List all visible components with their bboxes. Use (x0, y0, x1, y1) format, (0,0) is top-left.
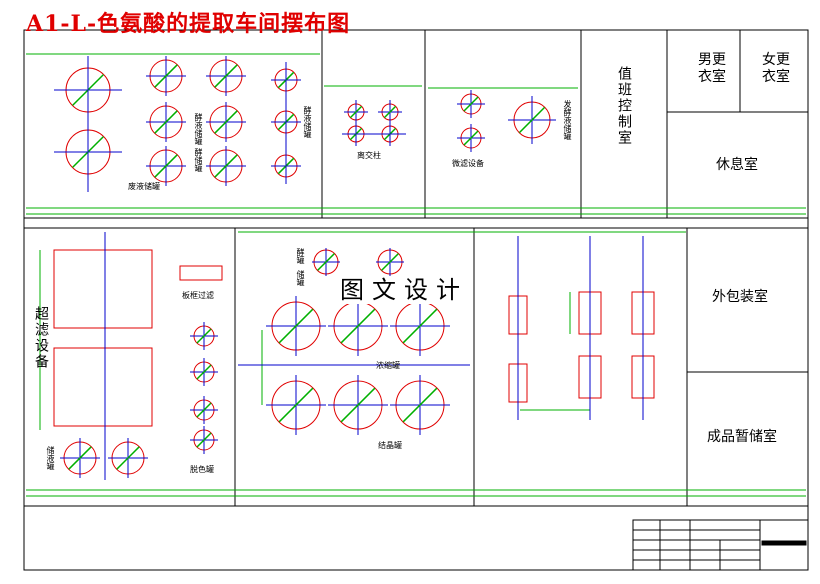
label-fermenter: 发酵液储罐 (563, 100, 572, 140)
tank (312, 248, 340, 276)
tank (266, 375, 326, 435)
room-rest: 休息室 (716, 157, 758, 173)
ultrafilter-unit (53, 249, 153, 329)
tank (328, 296, 388, 356)
room-male-locker: 男更衣室 (698, 52, 726, 85)
tank (457, 90, 485, 118)
tank-agitator (383, 105, 397, 119)
dimension-lines (26, 53, 806, 497)
tank-agitator (154, 110, 178, 134)
tank (508, 96, 556, 144)
label-fine-filter: 微滤设备 (452, 159, 484, 168)
tank-agitator (196, 328, 212, 344)
outer-border (23, 29, 809, 571)
room-duty-control: 值班控制室 (616, 66, 632, 146)
tank-agitator (463, 96, 479, 112)
tank (190, 396, 218, 424)
tank-agitator (196, 364, 212, 380)
label-ferm-storage: 酵液储罐 (303, 106, 312, 138)
tank-agitator (340, 387, 376, 423)
tank (108, 438, 148, 478)
label-concentrate: 浓缩罐 (376, 361, 400, 370)
tank (390, 296, 450, 356)
tank-agitator (463, 130, 479, 146)
plate-filter (179, 265, 223, 281)
tank-agitator (402, 387, 438, 423)
tank-agitator (154, 64, 178, 88)
tank (146, 102, 186, 142)
tank (190, 358, 218, 386)
tank-agitator (196, 402, 212, 418)
label-mix-tank: 储液罐 (46, 446, 55, 470)
label-ferm-b: 酵储罐 (194, 148, 203, 172)
label-mid-tank: 储罐 (296, 270, 305, 286)
tank-agitator (402, 308, 438, 344)
tank-agitator (214, 64, 238, 88)
tank (266, 296, 326, 356)
tank (378, 100, 402, 124)
watermark: 图文设计 (336, 276, 472, 304)
room-product-storage: 成品暂储室 (707, 429, 777, 445)
tank (206, 56, 246, 96)
label-decolor: 脱色罐 (190, 465, 214, 474)
tank (60, 438, 100, 478)
tank-agitator (317, 253, 335, 271)
label-filter: 板框过滤 (182, 291, 214, 300)
label-column: 离交柱 (357, 151, 381, 160)
drawing-frame (23, 29, 809, 571)
label-waste: 废液储罐 (128, 182, 160, 191)
tank (146, 146, 186, 186)
label-crystal: 结晶罐 (378, 441, 402, 450)
label-top-tank: 酵罐 (296, 248, 305, 264)
room-outer-packing: 外包装室 (712, 289, 768, 305)
tank-agitator (154, 154, 178, 178)
tank-agitator (214, 154, 238, 178)
tank-agitator (518, 106, 546, 134)
tank (328, 375, 388, 435)
tank-agitator (196, 432, 212, 448)
tank (457, 124, 485, 152)
tank (190, 322, 218, 350)
tank (190, 426, 218, 454)
tank (344, 100, 368, 124)
label-ferm-a: 酵液储罐 (194, 113, 203, 145)
tank-agitator (214, 110, 238, 134)
tank-agitator (381, 253, 399, 271)
equipment-layer (53, 56, 655, 480)
tank-agitator (116, 446, 140, 470)
room-female-locker: 女更衣室 (762, 52, 790, 85)
room-ultrafiltration: 超滤设备 (33, 306, 49, 370)
ultrafilter-unit (53, 347, 153, 427)
tank-agitator (340, 308, 376, 344)
tank-agitator (278, 387, 314, 423)
tank (206, 102, 246, 142)
tank (206, 146, 246, 186)
title-block-bar (761, 540, 807, 546)
tank (376, 248, 404, 276)
drawing-title: A1-L-色氨酸的提取车间摆布图 (26, 11, 351, 37)
tank (146, 56, 186, 96)
tank-agitator (278, 308, 314, 344)
tank-agitator (68, 446, 92, 470)
tank-agitator (349, 105, 363, 119)
tank (390, 375, 450, 435)
